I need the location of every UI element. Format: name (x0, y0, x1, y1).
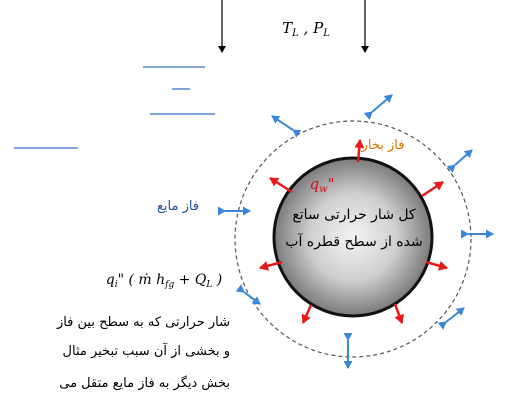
outward-arrow (363, 94, 393, 120)
surface-arrow (269, 176, 293, 194)
outward-arrow (446, 149, 473, 174)
outward-arrow (437, 307, 465, 330)
water-droplet (272, 156, 434, 318)
outward-arrow (271, 115, 302, 138)
interface-text-line2: و بخشی از آن سبب تبخیر مثال (63, 342, 230, 359)
surface-arrow (301, 304, 313, 324)
surface-arrow (259, 260, 283, 271)
surface-heat-flux-arrows (259, 139, 448, 324)
surface-arrow (425, 260, 448, 271)
surface-arrow (354, 139, 365, 163)
surface-arrow (393, 303, 404, 324)
ambient-conditions-label: TL , PL (282, 19, 330, 39)
vapor-layer-boundary (234, 120, 472, 358)
liquid-surface-dashes (14, 66, 215, 149)
liquid-phase-label: فاز مایع (157, 199, 199, 214)
outward-arrow (235, 284, 261, 305)
outward-flux-arrows (218, 94, 494, 369)
surface-arrow (421, 180, 444, 198)
interface-text-line3: بخش دیگر به فاز مایع متقل می (59, 375, 230, 391)
droplet-heat-flux-line1: کل شار حرارتی ساتع (292, 207, 416, 223)
vapor-phase-label: فاز بخار (361, 138, 405, 153)
ambient-pressure-arrows (218, 0, 369, 53)
interface-text-line1: شار حرارتی که به سطح بین فاز (56, 315, 230, 330)
interface-flux-formula: qi" ( ṁ hfg + QL ) (106, 272, 223, 290)
droplet-heat-flux-line2: شده از سطح قطره آب (285, 233, 422, 250)
droplet-heat-flux-symbol: qw" (309, 175, 334, 195)
